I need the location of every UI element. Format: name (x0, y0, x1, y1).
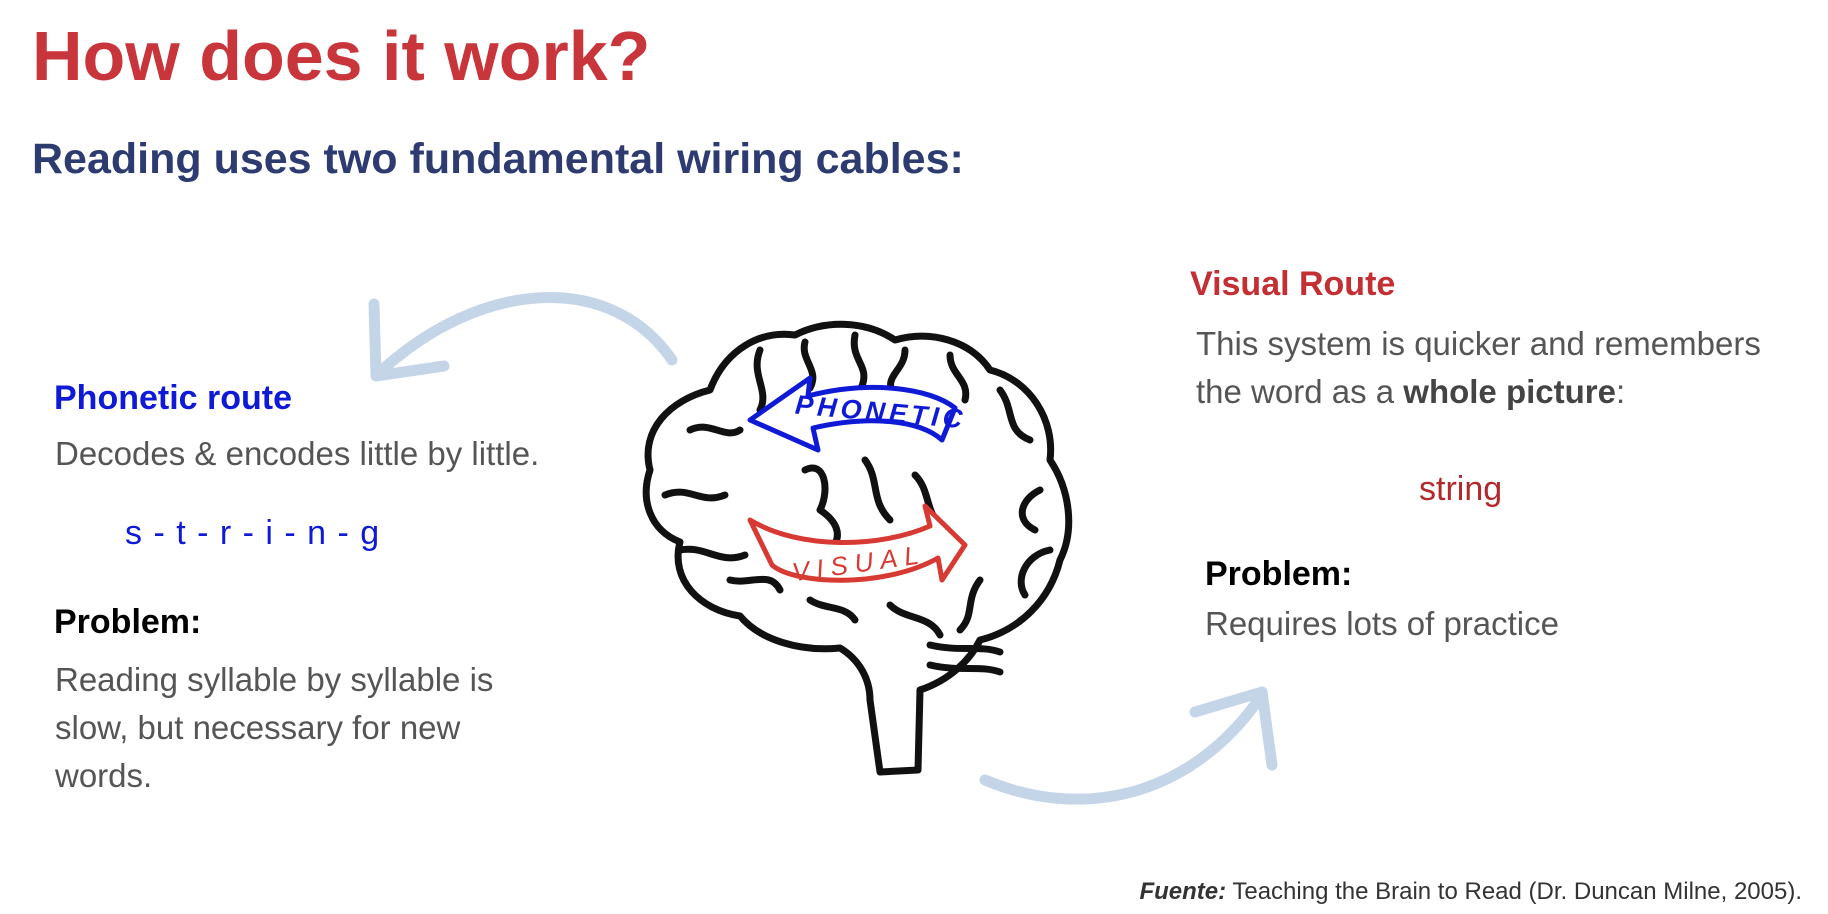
phonetic-example: s - t - r - i - n - g (125, 514, 381, 552)
bottom-arrow-head (1189, 686, 1278, 771)
brain-fold (686, 423, 744, 437)
brain-fold (887, 346, 909, 396)
brain-fold (676, 545, 749, 562)
phonetic-problem-text: Reading syllable by syllable is slow, bu… (55, 656, 493, 800)
phonetic-banner: PHONETIC (747, 375, 968, 453)
phonetic-problem-label: Problem: (54, 603, 202, 641)
visual-description-line: the word as a whole picture: (1196, 372, 1626, 410)
brain-fold (661, 488, 729, 502)
visual-example: string (1419, 470, 1503, 508)
brain-illustration: PHONETIC VISUAL (642, 320, 1073, 776)
brain-fold (806, 596, 859, 624)
phonetic-route-heading: Phonetic route (54, 379, 293, 417)
brain-fold (753, 346, 767, 414)
top-arrow-head (368, 298, 450, 382)
bottom-curved-arrow (979, 689, 1268, 805)
brain-fold (1018, 486, 1044, 534)
brain-fold (861, 456, 894, 524)
phonetic-route-description: Decodes & encodes little by little. (55, 435, 540, 472)
brain-fold (886, 601, 944, 639)
brain-fold (1017, 546, 1054, 599)
visual-description-line: This system is quicker and remembers (1196, 325, 1761, 362)
brain-fold (926, 661, 1004, 676)
phonetic-problem-line: slow, but necessary for new (55, 708, 461, 746)
whole-picture-emphasis: whole picture (1403, 372, 1616, 410)
source-citation: Fuente: Teaching the Brain to Read (Dr. … (1139, 878, 1802, 906)
phonetic-problem-line: words. (55, 756, 153, 794)
brain-outline (642, 320, 1073, 776)
brain-fold (926, 641, 1004, 656)
visual-problem-text: Requires lots of practice (1205, 605, 1559, 642)
visual-problem-label: Problem: (1205, 555, 1353, 593)
brain-fold (996, 386, 1034, 444)
brain-fold (850, 331, 868, 390)
brain-fold (956, 576, 984, 634)
page-subtitle: Reading uses two fundamental wiring cabl… (32, 135, 964, 183)
source-text: Teaching the Brain to Read (Dr. Duncan M… (1226, 878, 1802, 905)
visual-banner: VISUAL (747, 503, 968, 587)
brain-fold (946, 351, 970, 404)
top-curved-arrow (374, 292, 678, 378)
phonetic-problem-line: Reading syllable by syllable is (55, 661, 494, 698)
brain-fold (801, 464, 841, 554)
visual-route-description: This system is quicker and remembers the… (1196, 320, 1761, 416)
visual-route-heading: Visual Route (1190, 265, 1396, 303)
source-label: Fuente: (1139, 878, 1227, 905)
page-title: How does it work? (32, 17, 651, 95)
brain-fold (726, 575, 784, 594)
